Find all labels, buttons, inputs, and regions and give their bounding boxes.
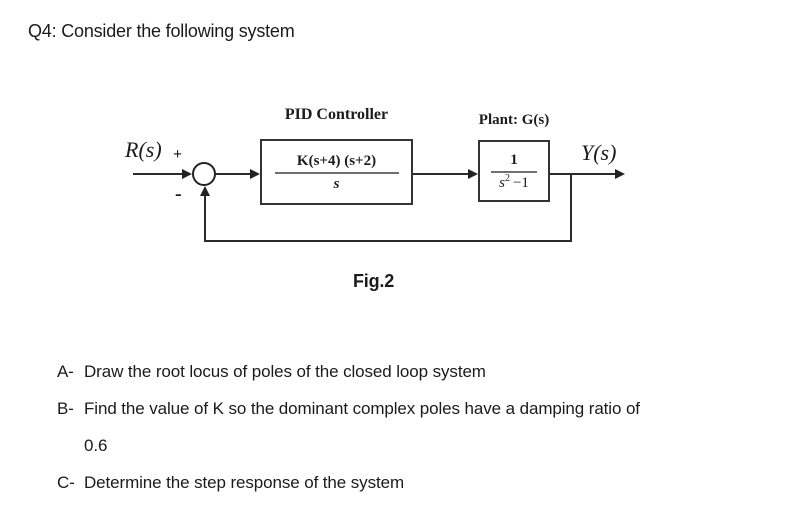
output-arrowhead-icon [615, 169, 625, 179]
controller-fraction-bar [274, 171, 399, 174]
question-continuation-text: 0.6 [84, 436, 108, 455]
summing-junction [192, 162, 216, 186]
feedback-return-line [204, 196, 206, 241]
plant-den-rest: −1 [512, 174, 529, 191]
junction-to-controller-line [216, 173, 252, 175]
feedback-bottom-line [204, 240, 572, 242]
question-label: C- [57, 473, 75, 492]
output-line [550, 173, 615, 175]
question-text: Draw the root locus of poles of the clos… [84, 362, 486, 381]
plant-title: Plant: G(s) [478, 112, 550, 128]
controller-numerator: K(s+4) (s+2) [296, 152, 377, 169]
minus-sign: - [175, 183, 182, 205]
question-title: Q4: Consider the following system [28, 21, 295, 41]
plant-block: 1 s2−1 [478, 140, 550, 202]
controller-arrowhead-icon [250, 169, 260, 179]
controller-title: PID Controller [284, 106, 389, 123]
question-text: Find the value of K so the dominant comp… [84, 399, 640, 418]
questions-section: A- Draw the root locus of poles of the c… [57, 361, 757, 509]
plant-numerator: 1 [510, 151, 518, 168]
plant-denominator: s2−1 [499, 172, 529, 192]
output-signal-label: Y(s) [581, 140, 617, 165]
feedback-takeoff-line [570, 174, 572, 241]
figure-caption: Fig.2 [353, 271, 395, 291]
plant-fraction-bar [491, 170, 537, 173]
question-item-b: B- Find the value of K so the dominant c… [57, 398, 757, 419]
plus-sign: + [173, 146, 183, 163]
input-line [133, 173, 183, 175]
question-label: A- [57, 362, 74, 381]
question-item-b-continuation: 0.6 [57, 435, 757, 456]
feedback-arrowhead-icon [200, 186, 210, 196]
question-label-spacer [57, 435, 84, 456]
input-signal-label: R(s) [125, 137, 162, 162]
plant-den-exponent: 2 [504, 172, 510, 184]
question-text: Determine the step response of the syste… [84, 473, 405, 492]
controller-to-plant-line [413, 173, 470, 175]
question-label: B- [57, 399, 74, 418]
pid-controller-block: K(s+4) (s+2) s [260, 139, 413, 205]
plant-den-variable: s [499, 174, 505, 191]
plant-arrowhead-icon [468, 169, 478, 179]
question-item-c: C- Determine the step response of the sy… [57, 472, 757, 493]
input-arrowhead-icon [182, 169, 192, 179]
question-item-a: A- Draw the root locus of poles of the c… [57, 361, 757, 382]
controller-denominator: s [333, 175, 340, 192]
